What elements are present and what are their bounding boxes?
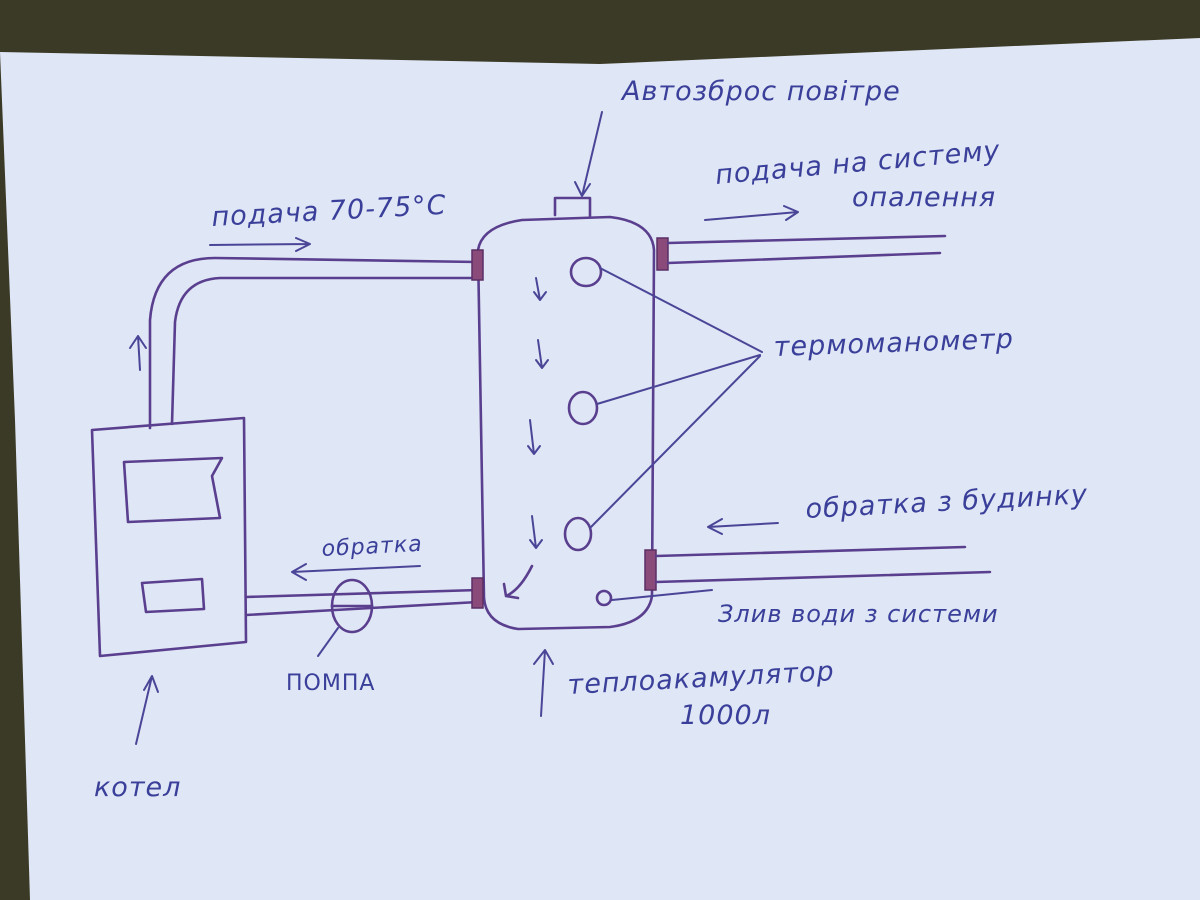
drain-label: Злив води з системи [718, 600, 999, 628]
thermomanometer-pointers [589, 267, 763, 529]
pump-pointer [317, 627, 339, 657]
heating-circuit-pipes [654, 234, 992, 584]
thermomanometer-top [569, 256, 603, 288]
boiler-label: котел [94, 772, 181, 803]
return-to-boiler-arrow [291, 563, 421, 581]
boiler [90, 256, 480, 658]
boiler-arrow [135, 675, 159, 745]
boiler-supply-arrow [209, 237, 311, 252]
drain-valve [595, 589, 613, 607]
boiler-return-label: обратка [321, 532, 423, 562]
drain-pointer [611, 589, 713, 601]
air-vent-fitting [553, 196, 592, 218]
flange-supply-out [656, 237, 669, 271]
thermomanometer-bottom [563, 516, 593, 552]
accumulator-arrow [533, 649, 554, 717]
pump [330, 578, 374, 634]
boiler-lower-window [140, 577, 206, 614]
heat-accumulator-tank [471, 196, 669, 631]
pump-label: ПОМПА [286, 671, 375, 696]
flange-supply-in [471, 249, 484, 281]
annotation-arrows [129, 111, 799, 745]
flange-return-in [644, 549, 657, 591]
flange-return-out [471, 577, 484, 609]
return-in-arrow [707, 518, 779, 535]
boiler-upper-window [122, 456, 224, 524]
paper-sheet [0, 38, 1200, 900]
riser-arrow [129, 335, 147, 371]
thermomanometer-middle [567, 390, 599, 426]
air-vent-label: Автозброс повітре [620, 76, 901, 107]
air-vent-arrow [574, 111, 603, 197]
supply-to-heating-label-2: опалення [852, 182, 996, 213]
supply-out-arrow [704, 205, 799, 221]
accumulator-volume-label: 1000л [680, 700, 771, 731]
